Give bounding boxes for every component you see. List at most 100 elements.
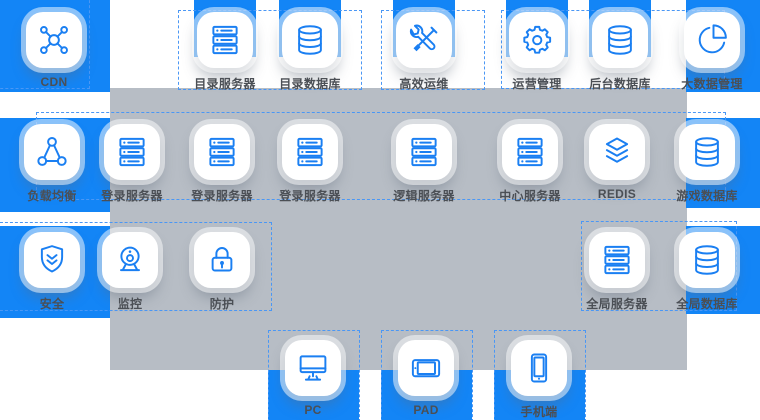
node-login-server-3[interactable]: 登录服务器 xyxy=(260,124,360,204)
node-label: 监控 xyxy=(117,297,143,311)
monitor-card xyxy=(285,340,341,396)
server-icon xyxy=(204,134,240,170)
node-label: 全局服务器 xyxy=(586,297,648,311)
monitor-icon xyxy=(295,350,331,386)
cdn-card xyxy=(26,12,82,68)
server-card xyxy=(282,124,338,180)
node-label: 高效运维 xyxy=(399,77,449,91)
server-icon xyxy=(406,134,442,170)
node-efficient-ops[interactable]: 高效运维 xyxy=(374,12,474,92)
shield-card xyxy=(24,232,80,288)
node-label: 中心服务器 xyxy=(499,189,561,203)
database-icon xyxy=(689,134,725,170)
smartphone-card xyxy=(511,340,567,396)
node-login-server-1[interactable]: 登录服务器 xyxy=(82,124,182,204)
server-card xyxy=(194,124,250,180)
gear-card xyxy=(509,12,565,68)
group-outline-cdn xyxy=(0,0,90,89)
webcam-card xyxy=(102,232,158,288)
layers-card xyxy=(589,124,645,180)
node-label: 后台数据库 xyxy=(589,77,651,91)
node-global-database[interactable]: 全局数据库 xyxy=(657,232,757,312)
node-label: 运营管理 xyxy=(512,77,562,91)
node-label: 目录服务器 xyxy=(194,77,256,91)
node-label: 目录数据库 xyxy=(279,77,341,91)
group-outline-phone xyxy=(494,330,586,420)
node-game-database[interactable]: 游戏数据库 xyxy=(657,124,757,204)
database-card xyxy=(679,124,735,180)
server-card xyxy=(197,12,253,68)
webcam-icon xyxy=(112,242,148,278)
node-label: 负载均衡 xyxy=(27,189,77,203)
node-operations-management[interactable]: 运营管理 xyxy=(487,12,587,92)
node-pad[interactable]: PAD xyxy=(376,340,476,417)
node-label: 逻辑服务器 xyxy=(393,189,455,203)
node-center-server[interactable]: 中心服务器 xyxy=(480,124,580,204)
load-balancer-card xyxy=(24,124,80,180)
node-label: 手机端 xyxy=(520,405,558,419)
database-icon xyxy=(689,242,725,278)
cdn-icon xyxy=(36,22,72,58)
lock-card xyxy=(194,232,250,288)
server-icon xyxy=(292,134,328,170)
node-cdn[interactable]: CDN xyxy=(4,12,104,89)
database-icon xyxy=(602,22,638,58)
server-icon xyxy=(207,22,243,58)
server-card xyxy=(396,124,452,180)
shield-icon xyxy=(34,242,70,278)
group-outline-pc xyxy=(268,330,360,420)
group-outline-pad xyxy=(381,330,473,420)
server-icon xyxy=(114,134,150,170)
database-card xyxy=(592,12,648,68)
node-directory-server[interactable]: 目录服务器 xyxy=(175,12,275,92)
node-global-server[interactable]: 全局服务器 xyxy=(567,232,667,312)
database-card xyxy=(282,12,338,68)
node-login-server-2[interactable]: 登录服务器 xyxy=(172,124,272,204)
group-outline-security xyxy=(0,222,272,311)
node-protection[interactable]: 防护 xyxy=(172,232,272,312)
node-mobile[interactable]: 手机端 xyxy=(489,340,589,420)
layers-icon xyxy=(599,134,635,170)
node-logic-server[interactable]: 逻辑服务器 xyxy=(374,124,474,204)
pie-chart-card xyxy=(684,12,740,68)
load-balancer-icon xyxy=(34,134,70,170)
server-card xyxy=(104,124,160,180)
server-card xyxy=(502,124,558,180)
node-label: 登录服务器 xyxy=(191,189,253,203)
tablet-card xyxy=(398,340,454,396)
node-label: 防护 xyxy=(209,297,235,311)
node-label: 登录服务器 xyxy=(279,189,341,203)
node-label: 安全 xyxy=(39,297,65,311)
node-label: PC xyxy=(304,403,322,417)
node-monitoring[interactable]: 监控 xyxy=(80,232,180,312)
node-redis[interactable]: REDIS xyxy=(567,124,667,201)
node-label: 登录服务器 xyxy=(101,189,163,203)
group-outline-directory xyxy=(178,10,362,90)
node-directory-database[interactable]: 目录数据库 xyxy=(260,12,360,92)
node-label: 大数据管理 xyxy=(681,77,743,91)
node-pc[interactable]: PC xyxy=(263,340,363,417)
node-label: 游戏数据库 xyxy=(676,189,738,203)
tablet-icon xyxy=(408,350,444,386)
pie-chart-icon xyxy=(694,22,730,58)
lock-icon xyxy=(204,242,240,278)
smartphone-icon xyxy=(521,350,557,386)
group-outline-global xyxy=(581,221,737,311)
group-outline-ops xyxy=(381,10,485,90)
node-bigdata-management[interactable]: 大数据管理 xyxy=(662,12,760,92)
database-card xyxy=(679,232,735,288)
node-label: 全局数据库 xyxy=(676,297,738,311)
node-label: PAD xyxy=(413,403,439,417)
node-security[interactable]: 安全 xyxy=(2,232,102,312)
server-icon xyxy=(512,134,548,170)
node-label: CDN xyxy=(40,75,68,89)
tools-icon xyxy=(406,22,442,58)
database-icon xyxy=(292,22,328,58)
node-label: REDIS xyxy=(597,187,637,201)
server-icon xyxy=(599,242,635,278)
server-card xyxy=(589,232,645,288)
node-load-balancer[interactable]: 负载均衡 xyxy=(2,124,102,204)
tools-card xyxy=(396,12,452,68)
node-backend-database[interactable]: 后台数据库 xyxy=(570,12,670,92)
